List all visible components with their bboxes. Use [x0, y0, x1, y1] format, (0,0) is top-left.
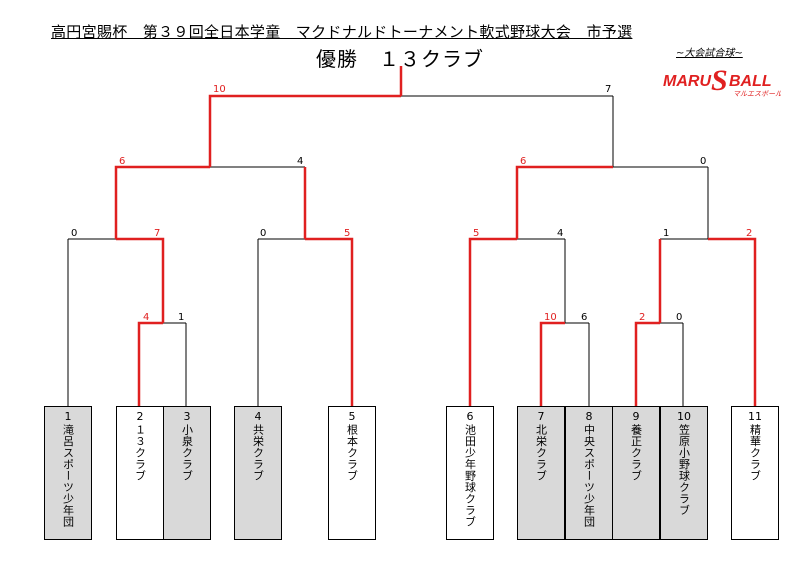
logo-text-s: S	[711, 64, 728, 97]
maruesu-ball-logo: MARU S BALL マルエスボール	[663, 64, 781, 98]
score-team-10-r1: 0	[676, 312, 682, 323]
team-name: １３クラブ	[133, 424, 147, 482]
score-team-9-qf: 1	[663, 228, 669, 239]
logo-text-b: BALL	[729, 73, 772, 90]
score-team-3-r1: 1	[178, 312, 184, 323]
team-number: 8	[585, 410, 593, 423]
score-team-8-r1: 6	[581, 312, 587, 323]
champion-banner: 優勝 １３クラブ	[316, 47, 484, 71]
sponsor-caption: ~大会試合球~	[676, 48, 743, 59]
team-number: 9	[632, 410, 640, 423]
team-number: 11	[748, 410, 762, 423]
team-name: 池田少年野球クラブ	[463, 424, 477, 528]
team-number: 3	[183, 410, 191, 423]
team-number: 6	[466, 410, 474, 423]
score-team-9-r1: 2	[639, 312, 645, 323]
score-final-right: 7	[605, 84, 611, 95]
score-left-sf-2: 4	[297, 156, 303, 167]
team-name: 精華クラブ	[748, 424, 762, 482]
score-team-1-qf: 0	[71, 228, 77, 239]
tournament-title: 高円宮賜杯 第３９回全日本学童 マクドナルドトーナメント軟式野球大会 市予選	[51, 23, 633, 41]
team-number: 5	[348, 410, 356, 423]
score-team-6-qf: 5	[473, 228, 479, 239]
team-name: 北栄クラブ	[534, 424, 548, 482]
team-name: 中央スポーツ少年団	[582, 424, 596, 528]
score-final-left: 10	[213, 84, 226, 95]
team-name: 滝呂スポーツ少年団	[61, 424, 75, 528]
team-number: 2	[136, 410, 144, 423]
score-team-4-qf: 0	[260, 228, 266, 239]
logo-text-a: MARU	[663, 73, 711, 90]
score-team-2-qf: 7	[154, 228, 160, 239]
score-right-sf-2: 0	[700, 156, 706, 167]
score-left-sf-1: 6	[119, 156, 125, 167]
team-name: 笠原小野球クラブ	[677, 424, 691, 516]
score-right-sf-1: 6	[520, 156, 526, 167]
team-name: 小泉クラブ	[180, 424, 194, 482]
team-number: 7	[537, 410, 545, 423]
team-number: 1	[64, 410, 72, 423]
logo-sub: マルエスボール	[733, 90, 781, 98]
score-team-5-qf: 5	[344, 228, 350, 239]
team-name: 根本クラブ	[345, 424, 359, 482]
score-team-7-qf: 4	[557, 228, 563, 239]
score-team-2-r1: 4	[143, 312, 149, 323]
team-name: 養正クラブ	[629, 424, 643, 482]
team-number: 10	[677, 410, 691, 423]
team-name: 共栄クラブ	[251, 424, 265, 482]
score-team-7-r1: 10	[544, 312, 557, 323]
score-team-11-qf: 2	[746, 228, 752, 239]
team-number: 4	[254, 410, 262, 423]
